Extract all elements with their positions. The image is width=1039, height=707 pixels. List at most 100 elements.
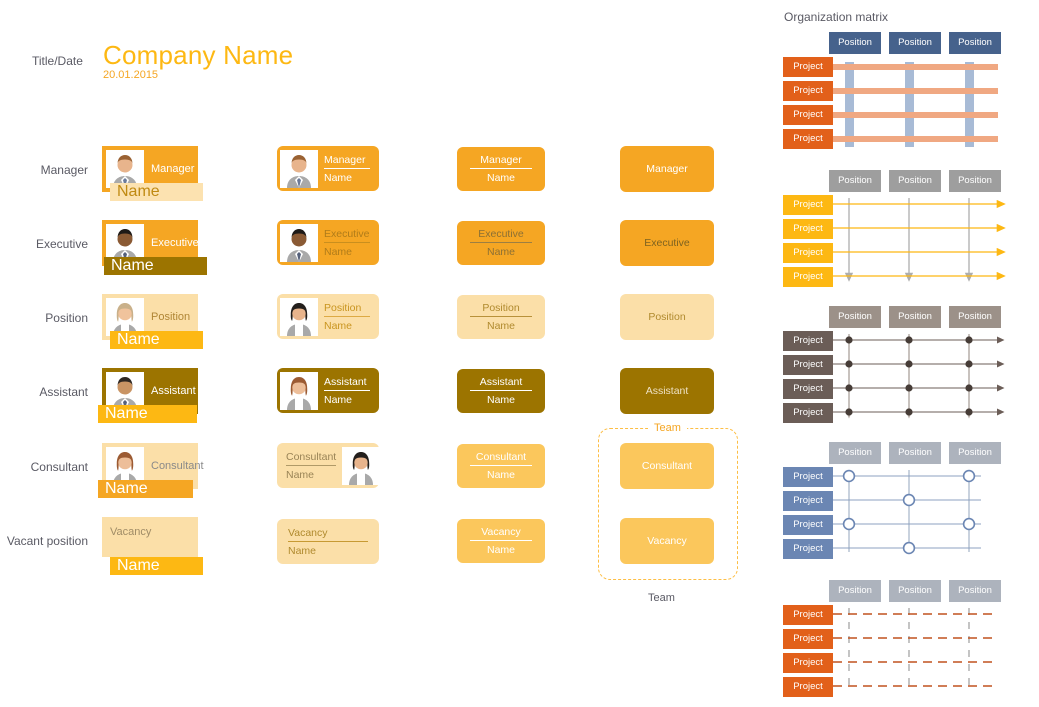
team-bottom-label: Team: [648, 592, 675, 604]
matrix-arrows-project-3[interactable]: Project: [783, 243, 833, 263]
card-title: Consultant: [475, 451, 527, 463]
card-col4-position[interactable]: Position: [620, 294, 714, 340]
matrix-arrows-position-3[interactable]: Position: [949, 170, 1001, 192]
matrix-dots-position-3[interactable]: Position: [949, 306, 1001, 328]
card-title: Consultant: [151, 459, 204, 472]
card-col3-vacancy[interactable]: Vacancy Name: [457, 519, 545, 563]
matrix-circles-project-1[interactable]: Project: [783, 467, 833, 487]
avatar-manager-col1: [106, 150, 144, 188]
card-title: Assistant: [479, 376, 523, 388]
matrix-arrows-graphic: [833, 198, 1006, 282]
card-name: Name: [486, 469, 515, 481]
card-col2-consultant[interactable]: Consultant Name: [277, 443, 381, 488]
card-name: Name: [486, 394, 515, 406]
matrix-dots-position-2[interactable]: Position: [889, 306, 941, 328]
card-col1-executive-name[interactable]: Name: [104, 257, 207, 275]
card-divider: [470, 465, 532, 466]
matrix-dashed-project-1[interactable]: Project: [783, 605, 833, 625]
matrix-arrows-project-2[interactable]: Project: [783, 219, 833, 239]
company-name: Company Name: [103, 40, 294, 70]
card-title: Vacancy: [288, 526, 328, 539]
matrix-dashed-project-4[interactable]: Project: [783, 677, 833, 697]
card-col3-assistant[interactable]: Assistant Name: [457, 369, 545, 413]
matrix-arrows-project-4[interactable]: Project: [783, 267, 833, 287]
matrix-dots: Position Position Position Project Proje…: [783, 306, 1033, 423]
matrix-bars-position-1[interactable]: Position: [829, 32, 881, 54]
card-col2-assistant[interactable]: Assistant Name: [277, 368, 379, 413]
card-title: Manager: [324, 153, 366, 166]
card-name: Name: [324, 245, 353, 258]
card-col2-position[interactable]: Position Name: [277, 294, 379, 339]
card-col4-consultant[interactable]: Consultant: [620, 443, 714, 489]
row-label-position: Position: [45, 311, 88, 325]
matrix-circles-project-3[interactable]: Project: [783, 515, 833, 535]
matrix-dots-position-1[interactable]: Position: [829, 306, 881, 328]
matrix-circles-position-1[interactable]: Position: [829, 442, 881, 464]
card-col1-manager-name[interactable]: Name: [110, 183, 203, 201]
card-divider: [470, 242, 532, 243]
matrix-dashed-position-2[interactable]: Position: [889, 580, 941, 602]
card-col3-consultant[interactable]: Consultant Name: [457, 444, 545, 488]
matrix-bars-position-2[interactable]: Position: [889, 32, 941, 54]
matrix-dots-project-4[interactable]: Project: [783, 403, 833, 423]
card-title: Position: [151, 310, 191, 323]
card-col1-position-name[interactable]: Name: [110, 331, 203, 349]
matrix-dashed-position-3[interactable]: Position: [949, 580, 1001, 602]
card-title: Manager: [480, 154, 522, 166]
matrix-dashed-position-1[interactable]: Position: [829, 580, 881, 602]
card-name: Name: [324, 319, 353, 332]
card-title: Executive: [324, 227, 370, 240]
team-group-title: Team: [648, 422, 687, 434]
card-col4-manager[interactable]: Manager: [620, 146, 714, 192]
matrix-dashed: Position Position Position Project Proje…: [783, 580, 1033, 697]
matrix-dashed-graphic: [833, 608, 998, 692]
card-col3-executive[interactable]: Executive Name: [457, 221, 545, 265]
matrix-bars-graphic: [833, 62, 998, 147]
matrix-arrows-position-1[interactable]: Position: [829, 170, 881, 192]
card-col2-manager[interactable]: Manager Name: [277, 146, 379, 191]
card-divider: [324, 167, 370, 169]
card-name: Name: [486, 544, 515, 556]
card-title: Executive: [151, 236, 199, 249]
card-col1-consultant-name[interactable]: Name: [98, 480, 193, 498]
matrix-bars-project-2[interactable]: Project: [783, 81, 833, 101]
card-col3-manager[interactable]: Manager Name: [457, 147, 545, 191]
avatar-consultant-col1: [106, 447, 144, 485]
matrix-bars-position-3[interactable]: Position: [949, 32, 1001, 54]
card-col4-assistant[interactable]: Assistant: [620, 368, 714, 414]
card-divider: [324, 315, 370, 317]
card-divider: [286, 464, 337, 466]
card-col1-vacancy[interactable]: Vacancy: [102, 517, 198, 557]
card-col4-vacancy[interactable]: Vacancy: [620, 518, 714, 564]
matrix-dashed-project-3[interactable]: Project: [783, 653, 833, 673]
card-col2-vacancy[interactable]: Vacancy Name: [277, 519, 379, 564]
row-label-executive: Executive: [35, 237, 88, 251]
matrix-circles-project-4[interactable]: Project: [783, 539, 833, 559]
card-col3-position[interactable]: Position Name: [457, 295, 545, 339]
card-title: Consultant: [286, 450, 337, 463]
matrix-circles-project-2[interactable]: Project: [783, 491, 833, 511]
matrix-dots-project-2[interactable]: Project: [783, 355, 833, 375]
matrix-dashed-project-2[interactable]: Project: [783, 629, 833, 649]
matrix-arrows-project-1[interactable]: Project: [783, 195, 833, 215]
card-name: Name: [486, 172, 515, 184]
matrix-circles-position-2[interactable]: Position: [889, 442, 941, 464]
matrix-bars-project-4[interactable]: Project: [783, 129, 833, 149]
matrix-dots-project-1[interactable]: Project: [783, 331, 833, 351]
matrix-arrows-position-2[interactable]: Position: [889, 170, 941, 192]
card-col1-assistant-name[interactable]: Name: [98, 405, 197, 423]
matrix-dots-project-3[interactable]: Project: [783, 379, 833, 399]
card-title: Vacancy: [110, 526, 152, 538]
matrix-arrows: Position Position Position Project Proje…: [783, 170, 1033, 287]
card-divider: [470, 390, 532, 391]
matrix-bars: Position Position Position Project Proje…: [783, 32, 1033, 149]
matrix-circles-position-3[interactable]: Position: [949, 442, 1001, 464]
card-col4-executive[interactable]: Executive: [620, 220, 714, 266]
card-col2-executive[interactable]: Executive Name: [277, 220, 379, 265]
matrix-bars-project-1[interactable]: Project: [783, 57, 833, 77]
card-title: Position: [482, 302, 520, 314]
matrix-bars-project-3[interactable]: Project: [783, 105, 833, 125]
row-label-consultant: Consultant: [30, 460, 88, 474]
card-col1-vacancy-name[interactable]: Name: [110, 557, 203, 575]
card-title: Vacancy: [481, 526, 521, 538]
